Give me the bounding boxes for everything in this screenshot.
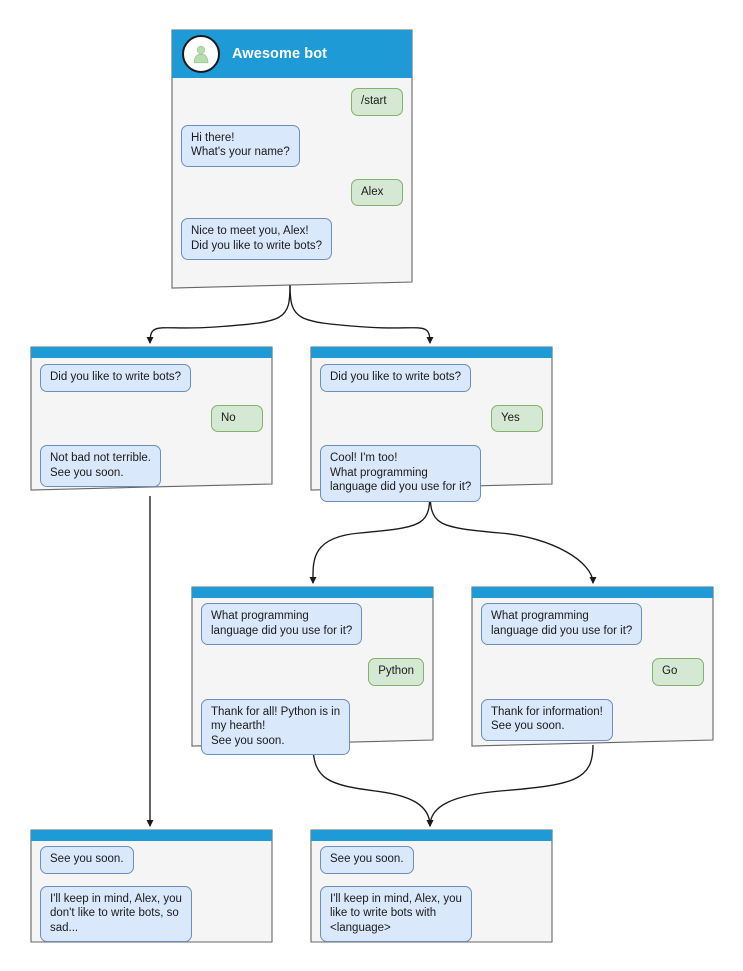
person-avatar-icon	[182, 35, 220, 73]
user-message-bubble: Alex	[351, 178, 403, 206]
connector-root-to-yes	[289, 283, 434, 345]
bot-message-bubble: Thank for all! Python is in my hearth! S…	[201, 698, 351, 755]
message-row: Nice to meet you, Alex! Did you like to …	[181, 218, 403, 260]
bot-message-bubble: I'll keep in mind, Alex, you don't like …	[40, 885, 192, 942]
bot-message-bubble: Nice to meet you, Alex! Did you like to …	[181, 218, 333, 260]
card-root-header: Awesome bot	[172, 30, 412, 78]
card-end-happy-header	[311, 830, 552, 841]
card-end-sad-header	[31, 830, 272, 841]
bot-message-bubble: I'll keep in mind, Alex, you like to wri…	[320, 885, 472, 942]
bot-message-bubble: What programming language did you use fo…	[201, 603, 363, 645]
card-end-sad[interactable]: See you soon. I'll keep in mind, Alex, y…	[29, 829, 274, 944]
card-branch-python[interactable]: What programming language did you use fo…	[190, 586, 435, 755]
message-row: I'll keep in mind, Alex, you don't like …	[40, 885, 263, 942]
message-row: See you soon.	[40, 846, 263, 874]
card-branch-go[interactable]: What programming language did you use fo…	[470, 586, 715, 748]
message-row: /start	[181, 88, 403, 116]
connector-root-to-no	[146, 283, 291, 345]
message-row: Hi there! What's your name?	[181, 124, 403, 167]
card-branch-no[interactable]: Did you like to write bots? No Not bad n…	[29, 346, 274, 492]
card-branch-no-body: Did you like to write bots? No Not bad n…	[31, 358, 272, 497]
bot-message-bubble: Did you like to write bots?	[320, 364, 472, 392]
card-branch-python-body: What programming language did you use fo…	[192, 598, 433, 765]
bot-message-bubble: Hi there! What's your name?	[181, 124, 300, 167]
bot-message-bubble: Thank for information! See you soon.	[481, 698, 613, 741]
message-row: Did you like to write bots?	[320, 364, 543, 392]
bot-message-bubble: Did you like to write bots?	[40, 364, 192, 392]
message-row: Thank for all! Python is in my hearth! S…	[201, 698, 424, 755]
bot-message-bubble: See you soon.	[40, 846, 134, 874]
card-branch-python-header	[192, 587, 433, 598]
bot-message-bubble: See you soon.	[320, 846, 414, 874]
card-end-happy[interactable]: See you soon. I'll keep in mind, Alex, y…	[309, 829, 554, 944]
message-row: I'll keep in mind, Alex, you like to wri…	[320, 885, 543, 942]
message-row: What programming language did you use fo…	[481, 603, 704, 645]
card-branch-yes-header	[311, 347, 552, 358]
card-branch-go-header	[472, 587, 713, 598]
message-row: No	[40, 404, 263, 432]
card-root[interactable]: Awesome bot /start Hi there! What's your…	[168, 28, 416, 290]
card-end-happy-body: See you soon. I'll keep in mind, Alex, y…	[311, 841, 552, 952]
message-row: Thank for information! See you soon.	[481, 698, 704, 741]
user-message-bubble: Python	[368, 658, 424, 686]
user-message-bubble: No	[211, 404, 263, 432]
card-root-body: /start Hi there! What's your name? Alex …	[172, 78, 412, 270]
connector-go-to-end-happy	[426, 744, 594, 828]
user-message-bubble: Go	[652, 658, 704, 686]
card-branch-yes[interactable]: Did you like to write bots? Yes Cool! I'…	[309, 346, 554, 502]
message-row: Did you like to write bots?	[40, 364, 263, 392]
message-row: Cool! I'm too! What programming language…	[320, 445, 543, 502]
bot-message-bubble: What programming language did you use fo…	[481, 603, 643, 645]
message-row: See you soon.	[320, 846, 543, 874]
user-message-bubble: Yes	[491, 404, 543, 432]
card-end-sad-body: See you soon. I'll keep in mind, Alex, y…	[31, 841, 272, 952]
card-branch-no-header	[31, 347, 272, 358]
message-row: Python	[201, 658, 424, 686]
message-row: What programming language did you use fo…	[201, 603, 424, 645]
card-branch-go-body: What programming language did you use fo…	[472, 598, 713, 751]
bot-message-bubble: Cool! I'm too! What programming language…	[320, 445, 482, 502]
bot-title: Awesome bot	[232, 46, 328, 62]
card-branch-yes-body: Did you like to write bots? Yes Cool! I'…	[311, 358, 552, 512]
message-row: Go	[481, 658, 704, 686]
message-row: Yes	[320, 404, 543, 432]
message-row: Alex	[181, 178, 403, 206]
message-row: Not bad not terrible. See you soon.	[40, 445, 263, 487]
bot-message-bubble: Not bad not terrible. See you soon.	[40, 445, 162, 487]
user-message-bubble: /start	[351, 88, 403, 116]
